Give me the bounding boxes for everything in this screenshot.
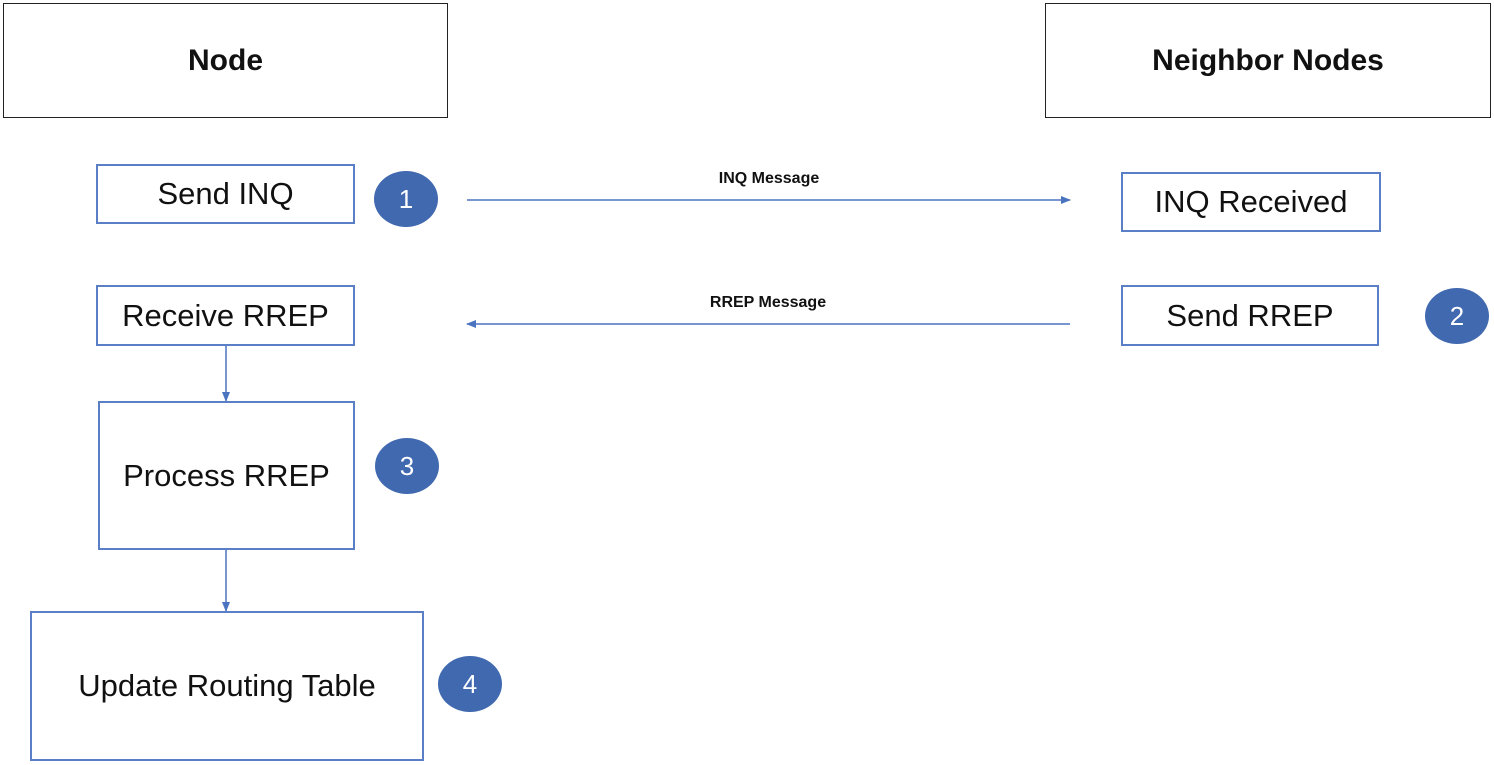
send-rrep-box: Send RREP [1121, 285, 1379, 346]
step-badge-3: 3 [375, 438, 439, 494]
node-header: Node [3, 3, 448, 118]
update-routing-table-box: Update Routing Table [30, 611, 424, 761]
send-inq-box: Send INQ [96, 164, 355, 224]
neighbor-nodes-header: Neighbor Nodes [1045, 3, 1491, 118]
step-badge-1: 1 [374, 171, 438, 227]
step-badge-2: 2 [1425, 288, 1489, 344]
inq-message-label: INQ Message [718, 170, 820, 187]
step-badge-4: 4 [438, 656, 502, 712]
process-rrep-box: Process RREP [98, 401, 355, 550]
receive-rrep-box: Receive RREP [96, 285, 355, 346]
inq-received-box: INQ Received [1121, 172, 1381, 232]
rrep-message-label: RREP Message [709, 294, 827, 311]
